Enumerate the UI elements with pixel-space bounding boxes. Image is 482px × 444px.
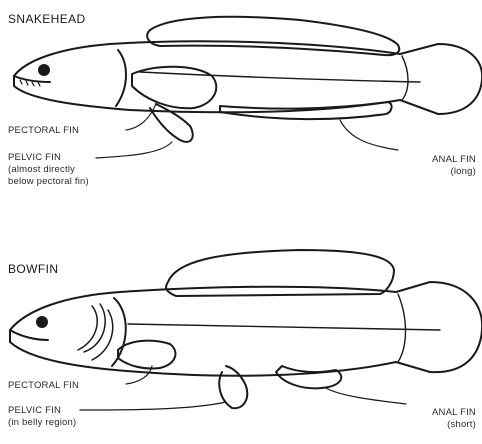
snakehead-pelvic-fin [150, 104, 193, 142]
bowfin-anal-leader [326, 388, 406, 404]
bowfin-pectoral-fin [118, 341, 175, 369]
snakehead-pelvic-note-2: below pectoral fin) [8, 176, 89, 187]
bowfin-pelvic-note: (in belly region) [8, 417, 76, 428]
snakehead-fish [14, 17, 482, 142]
snakehead-mouth [14, 76, 50, 82]
snakehead-pelvic-note-1: (almost directly [8, 164, 75, 175]
snakehead-pectoral-label: PECTORAL FIN [8, 125, 79, 136]
snakehead-body [14, 41, 482, 114]
bowfin-anal-note: (short) [447, 419, 476, 430]
snakehead-title: SNAKEHEAD [8, 12, 86, 26]
bowfin-pelvic-leader [80, 402, 226, 410]
bowfin-anal-label: ANAL FIN [432, 407, 476, 418]
snakehead-pectoral-leader [126, 104, 156, 130]
snakehead-caudal-base [402, 56, 408, 100]
snakehead-gill-cover [116, 50, 126, 106]
bowfin-caudal-base [398, 294, 406, 362]
bowfin-pelvic-label: PELVIC FIN [8, 405, 61, 416]
bowfin-eye [36, 316, 48, 328]
bowfin-pelvic-fin [219, 366, 247, 408]
snakehead-pelvic-label: PELVIC FIN [8, 152, 61, 163]
bowfin-fish [10, 250, 482, 408]
snakehead-anal-note: (long) [451, 166, 477, 177]
bowfin-lateral-line [128, 324, 440, 330]
bowfin-mouth [10, 330, 48, 340]
bowfin-pectoral-label: PECTORAL FIN [8, 380, 79, 391]
bowfin-anal-fin [276, 366, 341, 388]
snakehead-eye [38, 64, 50, 76]
bowfin-title: BOWFIN [8, 262, 58, 276]
snakehead-anal-leader [340, 120, 398, 150]
bowfin-gill-rays [78, 304, 113, 360]
snakehead-anal-label: ANAL FIN [432, 154, 476, 165]
snakehead-pelvic-leader [96, 142, 172, 158]
snakehead-lateral-line [140, 72, 420, 82]
